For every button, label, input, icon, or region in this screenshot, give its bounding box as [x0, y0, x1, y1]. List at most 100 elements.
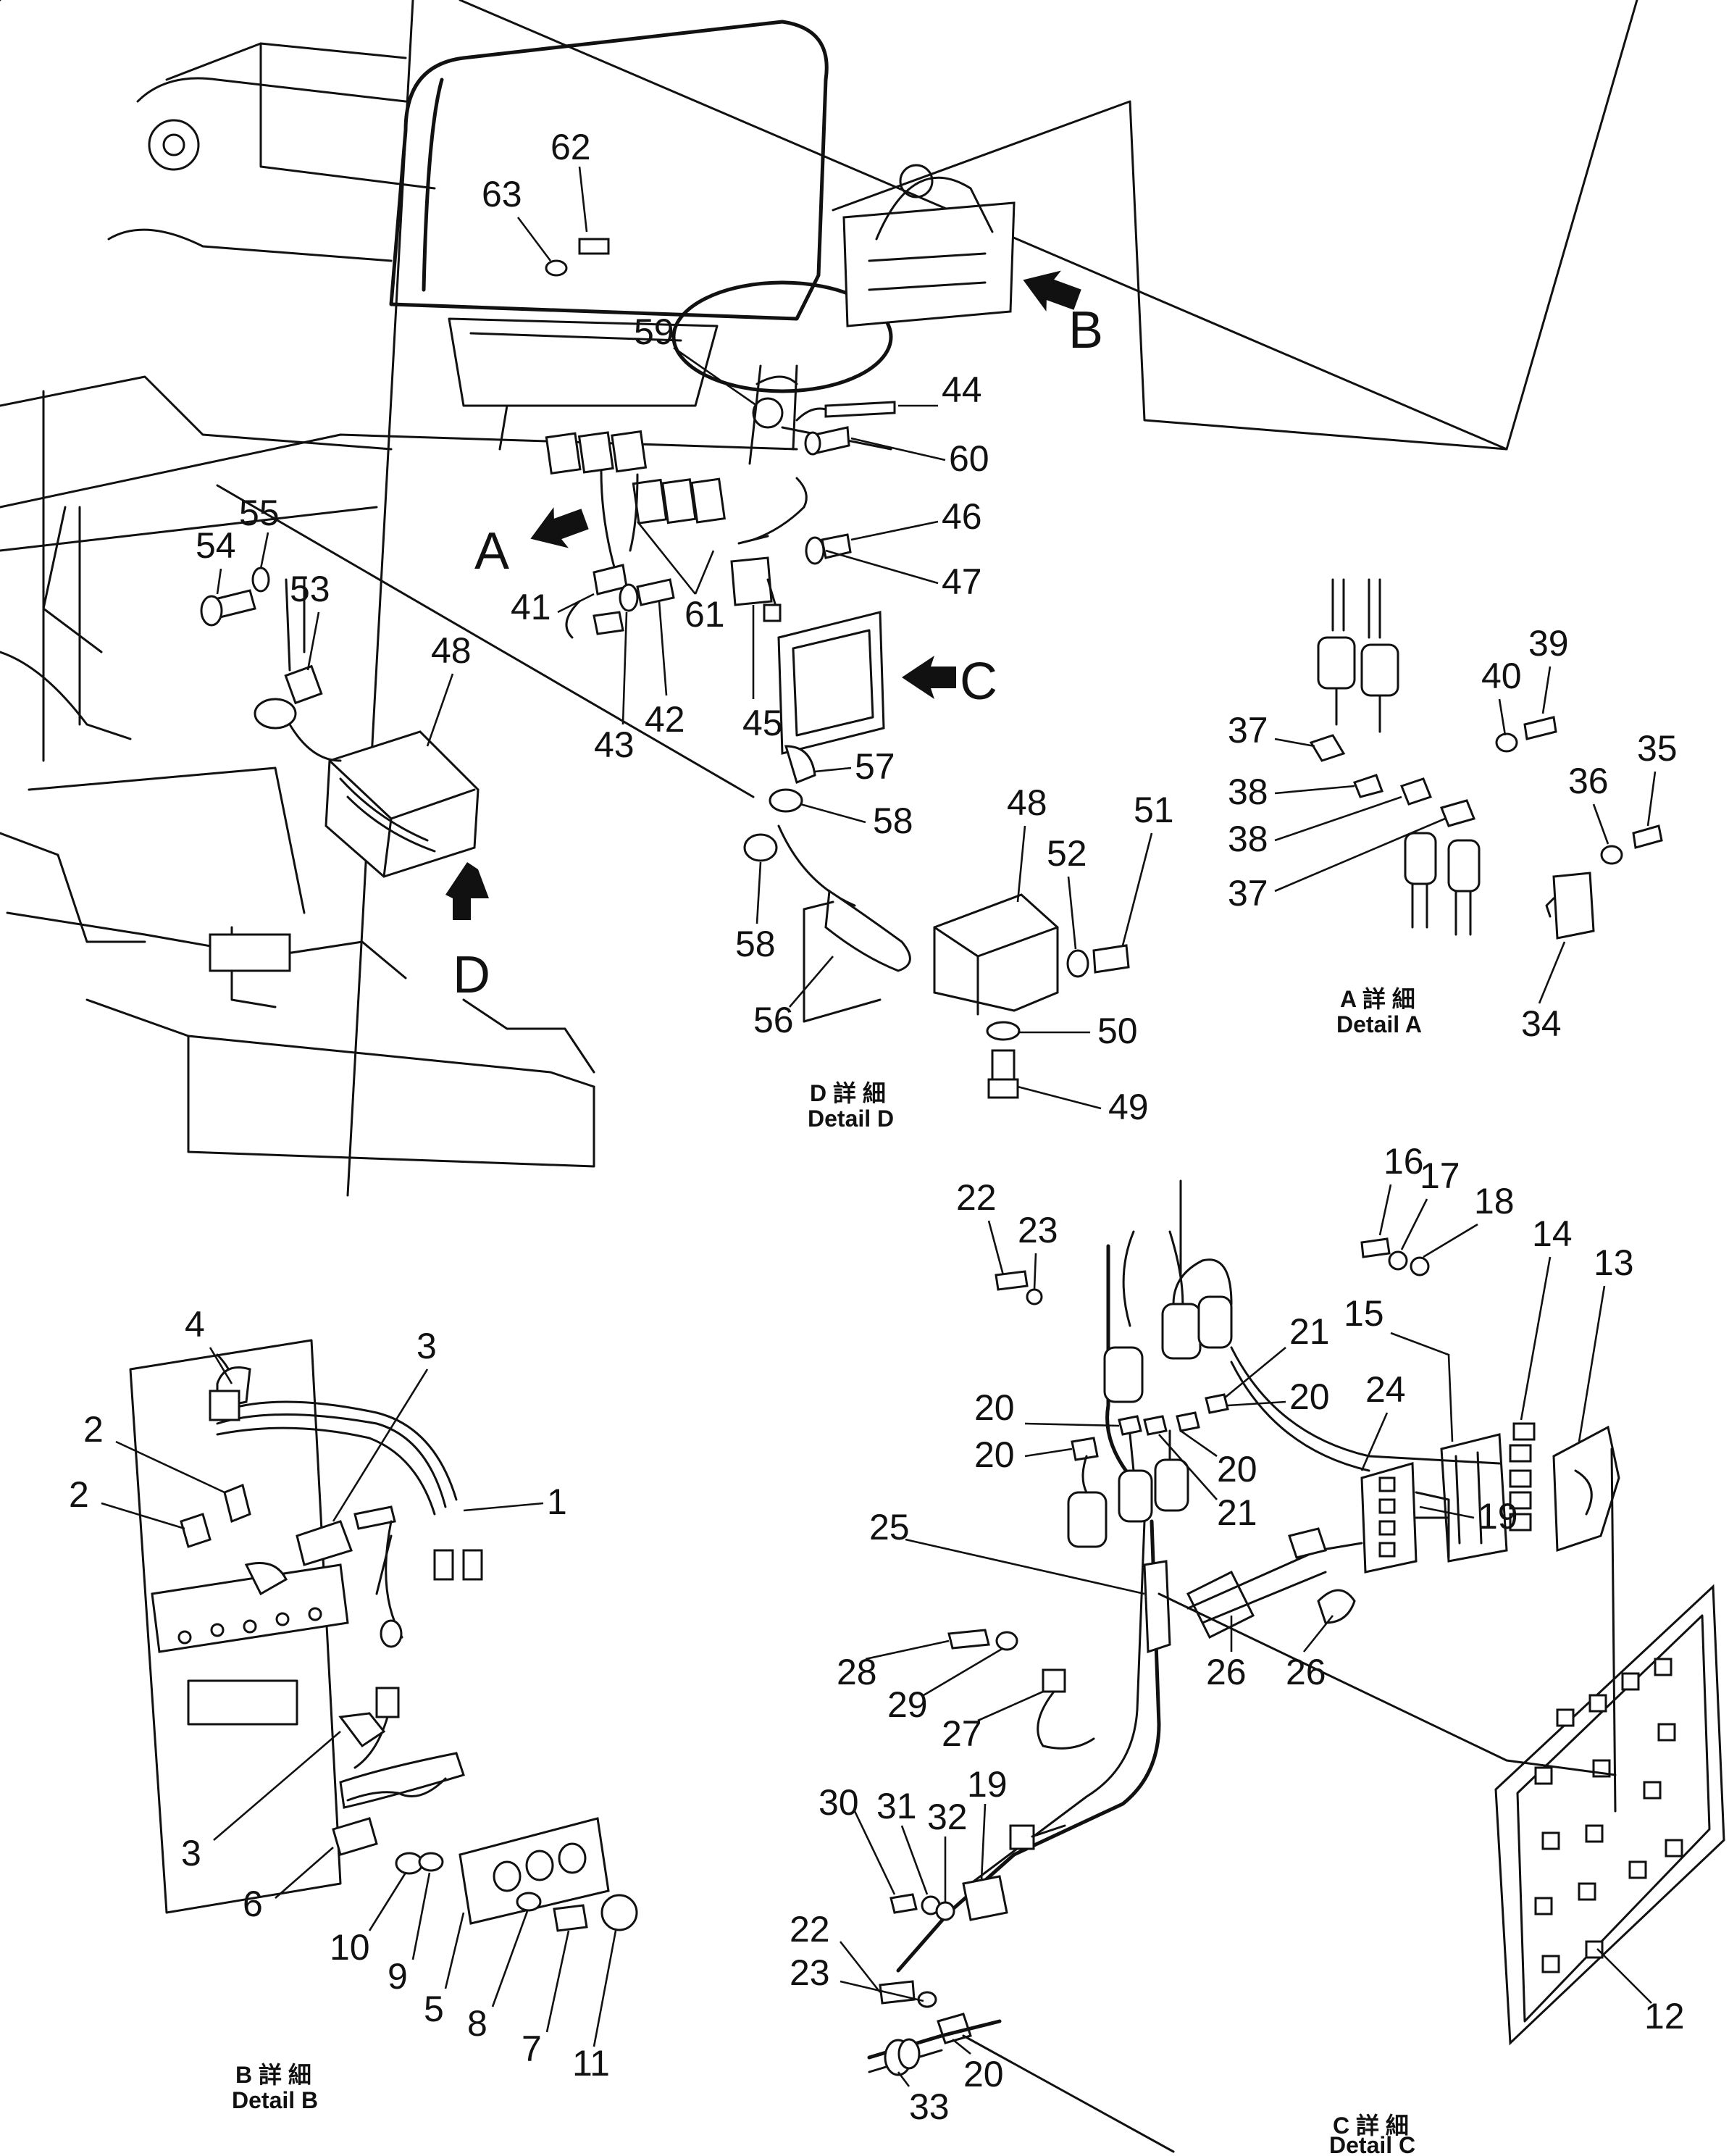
callout: 38 — [1228, 819, 1268, 859]
caption-jp-d: D 詳 細 — [810, 1080, 886, 1106]
callout: 46 — [942, 496, 982, 537]
callout: 21 — [1217, 1492, 1257, 1533]
callout: 18 — [1474, 1181, 1515, 1221]
callout: 11 — [572, 2043, 610, 2084]
caption-en-b: Detail B — [232, 2087, 318, 2113]
callout: 48 — [1007, 782, 1047, 823]
callout: 7 — [522, 2028, 542, 2069]
detail-a: 39 40 37 38 38 37 35 36 34 A 詳 細 Detail … — [1228, 578, 1678, 1044]
callout: 23 — [1018, 1210, 1058, 1250]
caption-jp-b: B 詳 細 — [235, 2062, 311, 2088]
callout: 47 — [942, 561, 982, 602]
callout: 16 — [1383, 1141, 1424, 1182]
view-label-c: C — [960, 653, 997, 711]
main-assembly-drawing — [0, 0, 1638, 1197]
callout: 22 — [790, 1909, 830, 1950]
callout: 19 — [967, 1764, 1008, 1805]
callout: 49 — [1108, 1087, 1149, 1127]
callout: 56 — [753, 1000, 794, 1040]
callout: 20 — [963, 2054, 1004, 2094]
view-arrows: A B C D — [445, 270, 1103, 1004]
callout: 43 — [594, 724, 635, 765]
detail-d: 57 58 48 51 52 58 56 50 49 D 詳 細 Detail … — [735, 745, 1174, 1132]
callout: 3 — [416, 1326, 437, 1366]
callout: 27 — [942, 1713, 982, 1754]
arrow-b-icon — [1023, 270, 1081, 312]
callout: 24 — [1365, 1369, 1406, 1410]
callout: 9 — [388, 1956, 408, 1997]
callout: 2 — [69, 1474, 89, 1515]
callout: 10 — [330, 1927, 370, 1968]
callout: 40 — [1481, 656, 1522, 696]
callout: 13 — [1594, 1242, 1634, 1283]
callout: 6 — [243, 1884, 263, 1924]
callout: 8 — [467, 2003, 487, 2044]
callout: 1 — [547, 1482, 567, 1522]
callout: 42 — [645, 699, 685, 740]
caption-jp-c: C 詳 細 — [1333, 2113, 1409, 2139]
callout: 26 — [1286, 1652, 1326, 1692]
callout: 2 — [83, 1409, 104, 1450]
callout: 30 — [819, 1782, 859, 1823]
callout: 20 — [974, 1434, 1015, 1475]
arrow-a-icon — [530, 507, 589, 548]
caption-en-c: Detail C — [1329, 2132, 1415, 2156]
callout: 48 — [431, 630, 472, 671]
callout: 22 — [956, 1177, 997, 1218]
callout: 51 — [1134, 790, 1174, 830]
callout: 37 — [1228, 710, 1268, 751]
callout: 57 — [855, 746, 895, 787]
detail-c: 16 17 18 22 23 14 13 15 21 20 20 24 20 2… — [790, 1141, 1725, 2156]
callout: 20 — [974, 1387, 1015, 1428]
callout: 54 — [196, 525, 236, 566]
callout: 31 — [876, 1786, 917, 1826]
callout: 37 — [1228, 873, 1268, 914]
callout: 15 — [1344, 1293, 1384, 1334]
callout: 5 — [424, 1989, 444, 2029]
callout: 60 — [949, 438, 989, 479]
callout: 14 — [1532, 1213, 1573, 1254]
callout: 52 — [1047, 833, 1087, 874]
callout: 62 — [550, 127, 591, 167]
arrow-c-icon — [902, 656, 956, 699]
callout: 39 — [1528, 623, 1569, 664]
caption-jp-a: A 詳 細 — [1340, 986, 1415, 1012]
callout: 45 — [742, 703, 783, 743]
callout: 55 — [239, 493, 280, 533]
callout: 41 — [511, 587, 551, 627]
callout: 3 — [181, 1833, 201, 1873]
callout: 23 — [790, 1952, 830, 1993]
arrow-d-icon — [445, 862, 489, 920]
view-label-d: D — [453, 946, 490, 1004]
callout: 61 — [685, 594, 725, 635]
callout: 33 — [909, 2086, 950, 2127]
callout: 20 — [1217, 1449, 1257, 1489]
caption-en-a: Detail A — [1336, 1011, 1422, 1037]
callout: 21 — [1289, 1311, 1330, 1352]
callout: 58 — [873, 801, 913, 841]
callout: 17 — [1420, 1156, 1460, 1196]
callout: 50 — [1097, 1011, 1138, 1051]
callout: 32 — [927, 1797, 968, 1837]
callout: 59 — [634, 312, 674, 352]
callout: 20 — [1289, 1376, 1330, 1417]
callout: 34 — [1521, 1003, 1562, 1044]
callout: 35 — [1637, 728, 1678, 769]
callout: 44 — [942, 369, 982, 410]
callout: 29 — [887, 1684, 928, 1725]
view-label-b: B — [1068, 301, 1103, 359]
callout: 36 — [1568, 761, 1609, 801]
view-label-a: A — [474, 522, 509, 580]
callout: 53 — [290, 569, 330, 609]
detail-b: 4 3 2 2 1 3 6 10 9 5 8 7 11 B 詳 細 Detail… — [69, 1304, 638, 2113]
callout: 58 — [735, 924, 776, 964]
caption-en-d: Detail D — [808, 1106, 894, 1132]
callout: 25 — [869, 1507, 910, 1547]
main-callouts: 62 63 59 44 60 46 47 55 54 53 41 61 43 4… — [196, 127, 989, 765]
callout: 19 — [1478, 1496, 1518, 1537]
callout: 26 — [1206, 1652, 1247, 1692]
callout: 4 — [185, 1304, 205, 1345]
callout: 38 — [1228, 772, 1268, 812]
